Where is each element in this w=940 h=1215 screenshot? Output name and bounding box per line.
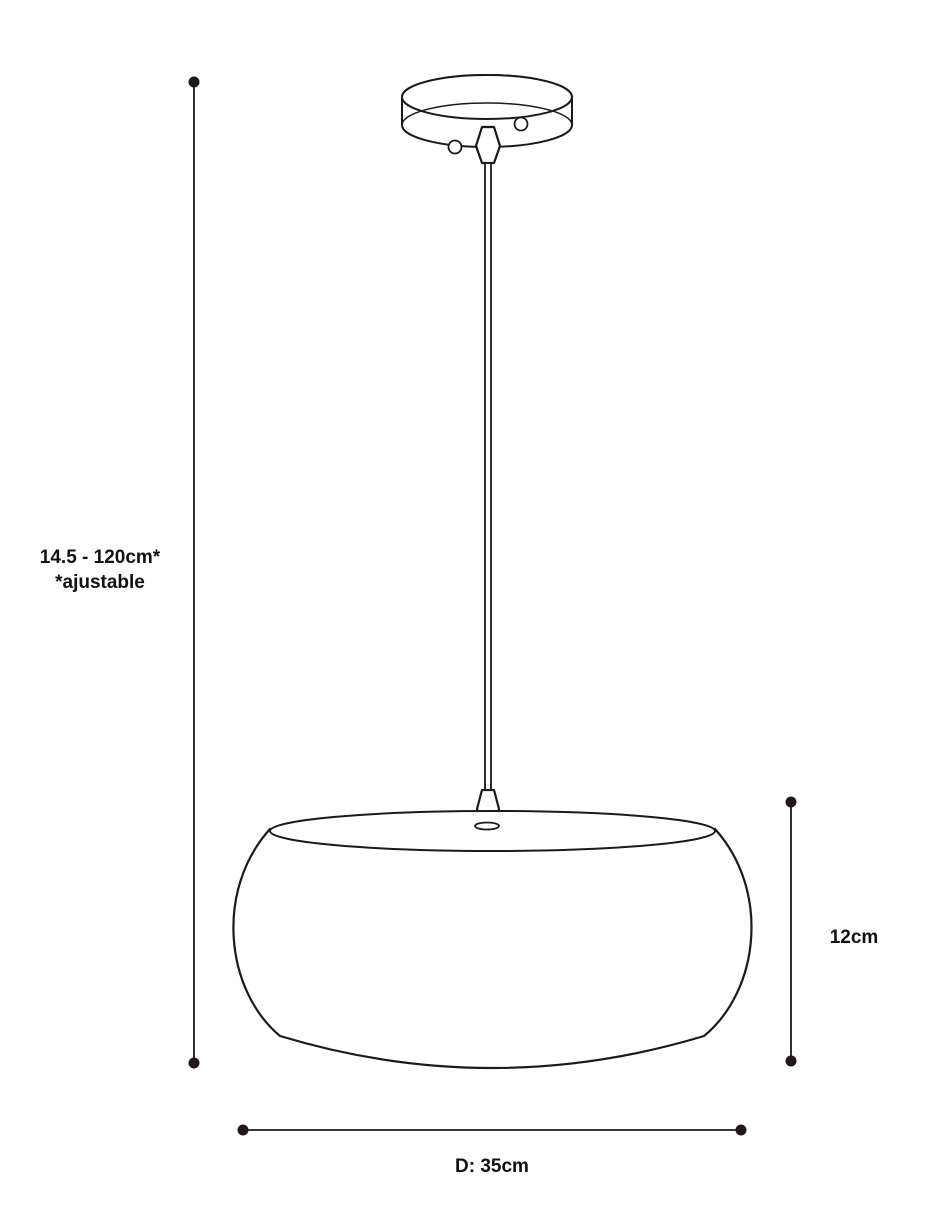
canopy-screw-right xyxy=(513,116,529,132)
diameter-label: D: 35cm xyxy=(455,1156,529,1177)
shade-height-top-dot xyxy=(785,796,797,808)
total-height-value: 14.5 - 120cm* xyxy=(39,547,161,568)
shade-height-bottom-dot xyxy=(785,1055,797,1067)
suspension-cord xyxy=(484,162,492,791)
cord-fitting xyxy=(474,821,500,831)
canopy-top-rim xyxy=(401,74,573,120)
ceiling-canopy xyxy=(401,74,573,155)
diameter-left-dot xyxy=(237,1124,249,1136)
total-height-label: 14.5 - 120cm* *ajustable xyxy=(20,545,180,595)
lamp-shade xyxy=(232,810,753,1070)
canopy-screw-left xyxy=(447,139,463,155)
adjustable-note: *ajustable xyxy=(55,572,145,593)
diameter-dimension xyxy=(237,1124,747,1136)
total-height-top-dot xyxy=(188,76,200,88)
shade-height-label: 12cm xyxy=(829,927,879,948)
total-height-bottom-dot xyxy=(188,1057,200,1069)
upper-cord-grip xyxy=(474,125,502,165)
total-height-dimension xyxy=(188,76,200,1069)
canopy-bottom-rim xyxy=(401,102,573,126)
shade-height-dimension xyxy=(785,796,797,1067)
shade-top-opening xyxy=(269,810,716,852)
diameter-right-dot xyxy=(735,1124,747,1136)
shade-body xyxy=(232,827,753,1070)
